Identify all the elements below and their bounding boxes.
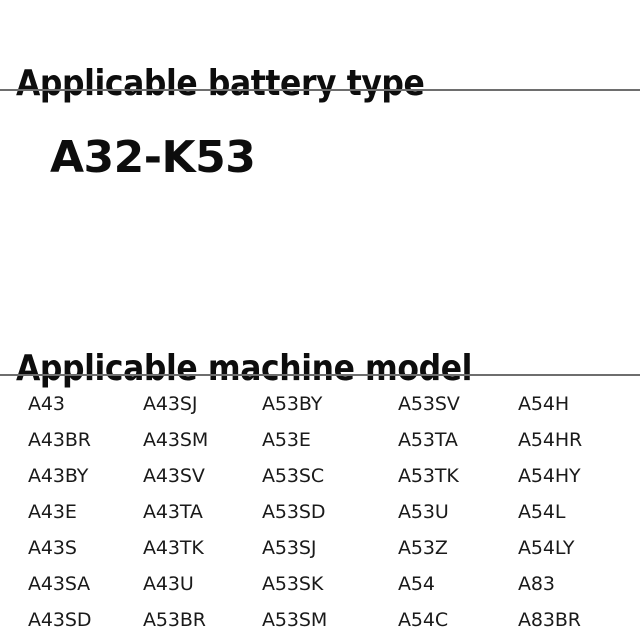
battery-type-heading: Applicable battery type [16, 63, 425, 105]
machine-model-item: A54LY [518, 537, 575, 559]
machine-model-item: A54HR [518, 429, 583, 451]
machine-model-item: A43BY [28, 465, 89, 487]
machine-model-item: A53Z [398, 537, 448, 559]
machine-model-item: A53SV [398, 393, 460, 415]
machine-section-divider [0, 374, 640, 376]
machine-model-item: A83 [518, 573, 555, 595]
machine-model-item: A83BR [518, 609, 581, 631]
machine-model-item: A53U [398, 501, 449, 523]
machine-model-item: A43U [143, 573, 194, 595]
machine-model-item: A53BY [262, 393, 323, 415]
machine-model-item: A43SD [28, 609, 92, 631]
machine-model-item: A53TA [398, 429, 458, 451]
machine-model-item: A54H [518, 393, 570, 415]
machine-model-item: A43S [28, 537, 77, 559]
machine-model-item: A54C [398, 609, 449, 631]
machine-model-item: A43BR [28, 429, 91, 451]
machine-model-item: A53SK [262, 573, 324, 595]
machine-model-item: A54L [518, 501, 566, 523]
battery-section-divider [0, 89, 640, 91]
machine-model-item: A53SC [262, 465, 325, 487]
machine-model-item: A43SJ [143, 393, 198, 415]
machine-model-item: A43SA [28, 573, 91, 595]
left-gutter [0, 386, 28, 638]
machine-model-item: A43TA [143, 501, 203, 523]
machine-model-item: A43TK [143, 537, 204, 559]
machine-model-item: A54HY [518, 465, 581, 487]
battery-model-value: A32-K53 [50, 132, 256, 183]
machine-model-item: A43 [28, 393, 65, 415]
machine-model-column: A53BY A53E A53SC A53SD A53SJ A53SK A53SM [262, 386, 398, 638]
machine-model-heading: Applicable machine model [16, 348, 472, 390]
machine-model-item: A53BR [143, 609, 206, 631]
machine-model-item: A54 [398, 573, 435, 595]
machine-model-item: A53TK [398, 465, 459, 487]
machine-model-column: A43SJ A43SM A43SV A43TA A43TK A43U A53BR [143, 386, 262, 638]
machine-model-item: A43SV [143, 465, 205, 487]
machine-model-item: A53E [262, 429, 311, 451]
machine-model-item: A43E [28, 501, 77, 523]
machine-model-item: A43SM [143, 429, 209, 451]
machine-model-item: A53SD [262, 501, 326, 523]
machine-model-item: A53SJ [262, 537, 317, 559]
machine-model-item: A53SM [262, 609, 328, 631]
